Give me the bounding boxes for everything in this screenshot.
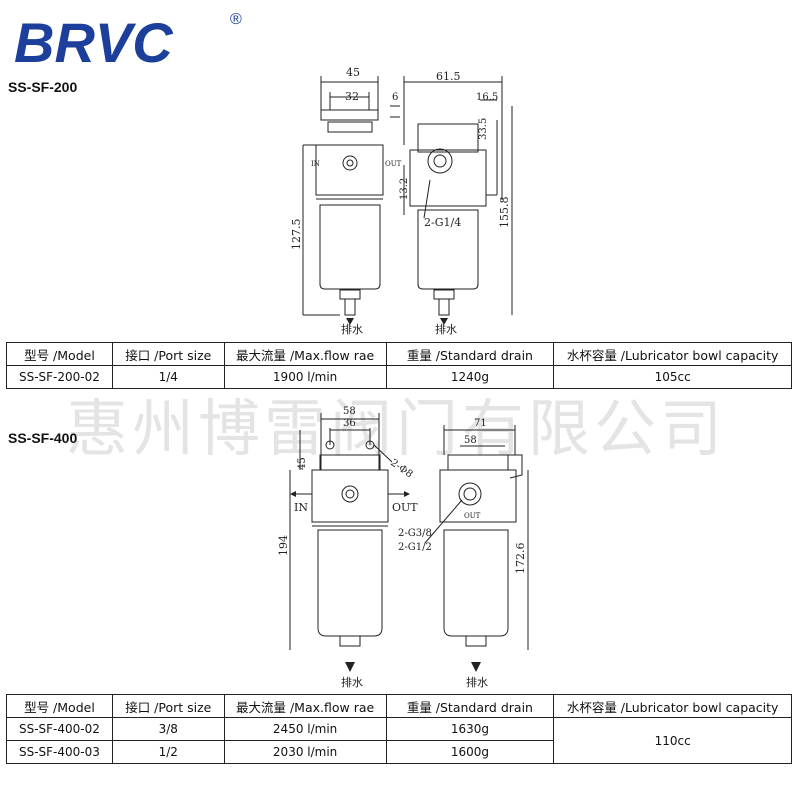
svg-text:172.6: 172.6 <box>514 543 527 575</box>
brvc-logo: BRVC ® <box>14 11 242 74</box>
table-row: SS-SF-200-02 1/4 1900 l/min 1240g 105cc <box>6 365 792 389</box>
svg-text:58: 58 <box>343 406 356 417</box>
svg-text:127.5: 127.5 <box>290 219 303 251</box>
svg-text:排水: 排水 <box>341 322 363 336</box>
svg-text:16.5: 16.5 <box>476 92 498 103</box>
cell-max-flow: 1900 l/min <box>223 365 387 389</box>
svg-text:194: 194 <box>277 535 290 556</box>
header-weight: 重量 /Standard drain <box>385 694 555 718</box>
svg-text:45: 45 <box>297 457 308 470</box>
cell-max-flow: 2450 l/min <box>223 717 387 741</box>
logo-text: BRVC <box>14 11 174 74</box>
cell-weight: 1630g <box>385 717 555 741</box>
header-bowl-capacity: 水杯容量 /Lubricator bowl capacity <box>553 694 792 718</box>
registered-mark: ® <box>230 11 242 28</box>
header-bowl-capacity: 水杯容量 /Lubricator bowl capacity <box>553 342 792 366</box>
svg-text:IN: IN <box>311 160 320 168</box>
svg-text:2-G3/8: 2-G3/8 <box>398 528 432 539</box>
svg-text:32: 32 <box>345 90 359 103</box>
cell-weight: 1240g <box>385 365 555 389</box>
svg-text:IN: IN <box>294 501 308 514</box>
svg-text:排水: 排水 <box>435 322 457 336</box>
drawing-ss-sf-200: 45 32 6 61.5 16.5 33.5 13.2 127.5 155.8 … <box>290 66 513 336</box>
cell-bowl-capacity: 110cc <box>553 717 792 764</box>
table-row: SS-SF-400-02 3/8 2450 l/min 1630g 110cc <box>6 717 792 764</box>
spec-table-200: 型号 /Model 接口 /Port size 最大流量 /Max.flow r… <box>6 342 792 389</box>
svg-text:OUT: OUT <box>385 160 402 168</box>
cell-model: SS-SF-400-03 <box>6 740 113 764</box>
svg-text:2-Φ8: 2-Φ8 <box>388 457 414 480</box>
table-row: SS-SF-400-03 1/2 2030 l/min 1600g <box>6 740 792 764</box>
cell-port-size: 3/8 <box>111 717 225 741</box>
svg-text:2-G1/2: 2-G1/2 <box>398 542 432 553</box>
svg-text:OUT: OUT <box>464 512 481 520</box>
svg-text:45: 45 <box>346 66 360 79</box>
cell-bowl-capacity: 105cc <box>553 365 792 389</box>
header-model: 型号 /Model <box>6 694 113 718</box>
header-port-size: 接口 /Port size <box>111 342 225 366</box>
header-port-size: 接口 /Port size <box>111 694 225 718</box>
table-header-row: 型号 /Model 接口 /Port size 最大流量 /Max.flow r… <box>6 342 792 366</box>
table-header-row: 型号 /Model 接口 /Port size 最大流量 /Max.flow r… <box>6 694 792 718</box>
header-model: 型号 /Model <box>6 342 113 366</box>
svg-text:6: 6 <box>392 92 398 103</box>
svg-text:155.8: 155.8 <box>498 197 511 229</box>
model-title-200: SS-SF-200 <box>8 79 78 95</box>
header-max-flow: 最大流量 /Max.flow rae <box>223 694 387 718</box>
svg-text:61.5: 61.5 <box>436 70 461 83</box>
drawing-ss-sf-400: 58 36 2-Φ8 45 IN OUT 71 58 2-G3/8 2-G1/2… <box>277 406 529 689</box>
cell-model: SS-SF-400-02 <box>6 717 113 741</box>
cell-port-size: 1/4 <box>111 365 225 389</box>
svg-text:2-G1/4: 2-G1/4 <box>424 216 461 229</box>
header-max-flow: 最大流量 /Max.flow rae <box>223 342 387 366</box>
svg-text:58: 58 <box>464 435 477 446</box>
cell-max-flow: 2030 l/min <box>223 740 387 764</box>
svg-text:OUT: OUT <box>392 501 418 514</box>
svg-text:33.5: 33.5 <box>478 118 489 140</box>
spec-table-400: 型号 /Model 接口 /Port size 最大流量 /Max.flow r… <box>6 694 792 764</box>
svg-text:71: 71 <box>474 418 487 429</box>
header-weight: 重量 /Standard drain <box>385 342 555 366</box>
svg-text:36: 36 <box>343 418 356 429</box>
model-title-400: SS-SF-400 <box>8 430 78 446</box>
cell-model: SS-SF-200-02 <box>6 365 113 389</box>
cell-weight: 1600g <box>385 740 555 764</box>
svg-text:13.2: 13.2 <box>399 178 410 200</box>
cell-port-size: 1/2 <box>111 740 225 764</box>
svg-text:排水: 排水 <box>466 675 488 689</box>
svg-text:排水: 排水 <box>341 675 363 689</box>
